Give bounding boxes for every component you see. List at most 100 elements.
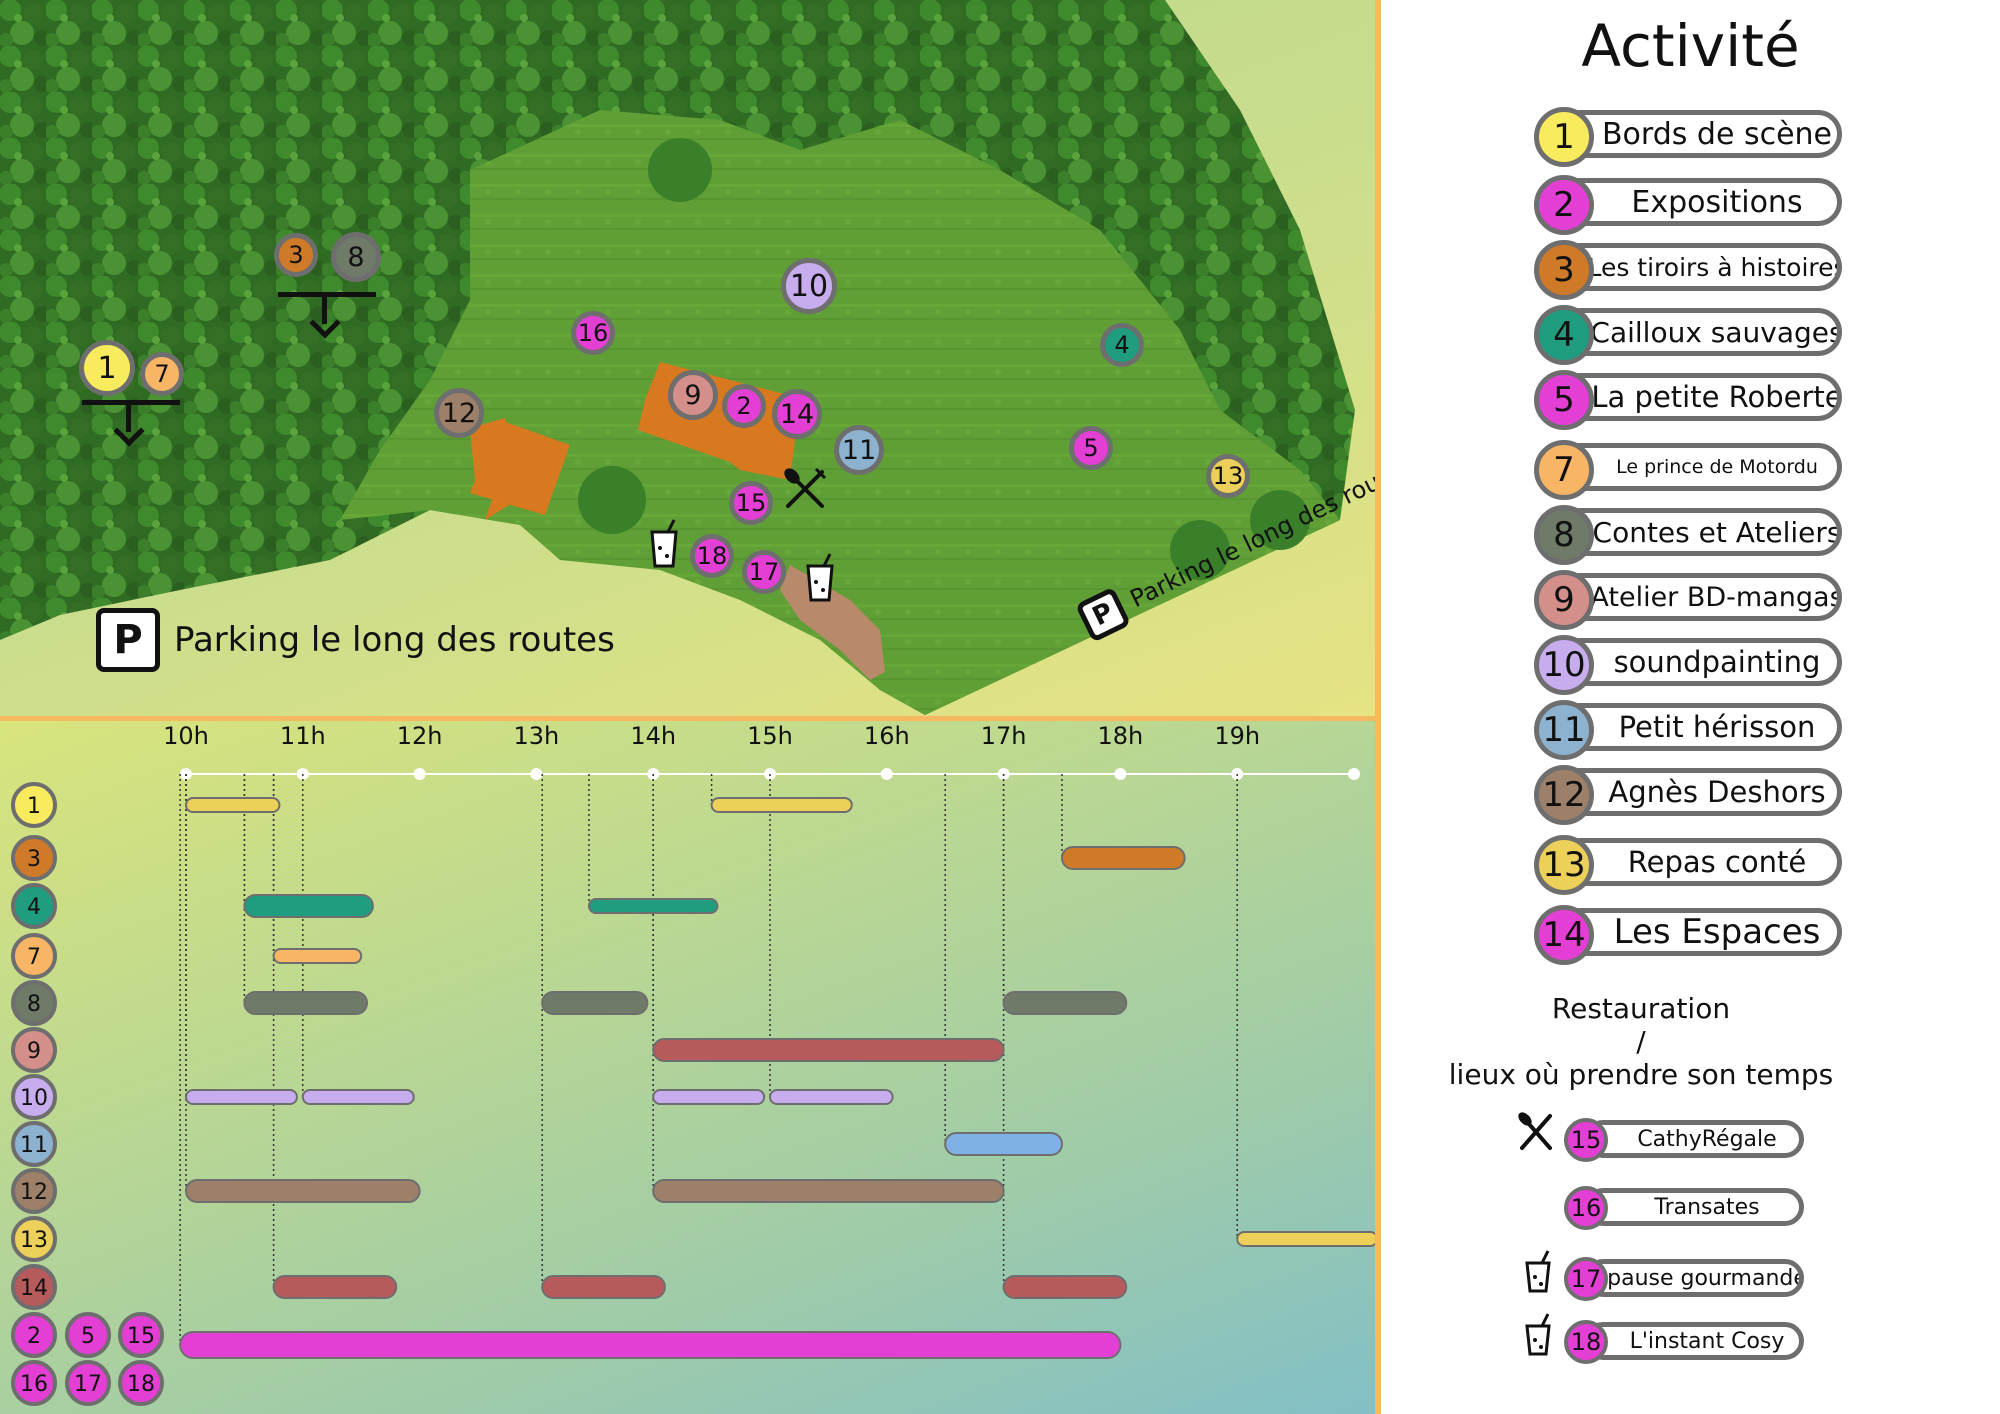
hour-tick-label: 13h	[514, 722, 560, 750]
hour-tick-dot	[1114, 768, 1127, 780]
schedule-bar	[652, 1179, 1005, 1203]
resto-heading: Restauration / lieux où prendre son temp…	[1381, 992, 1901, 1091]
row-number-badge	[11, 1074, 57, 1120]
drink-glass-icon	[806, 553, 834, 602]
resto-label: CathyRégale	[1584, 1120, 1804, 1158]
resto-title: Restauration	[1551, 992, 1731, 1025]
schedule-bar	[243, 991, 369, 1015]
map-marker-13[interactable]: 13	[1206, 454, 1250, 498]
row-number-badge	[11, 1264, 57, 1310]
map-marker-1[interactable]: 1	[79, 340, 135, 396]
map-marker-18[interactable]: 18	[690, 534, 734, 578]
map-marker-17[interactable]: 17	[742, 550, 786, 594]
hour-tick-label: 19h	[1214, 722, 1260, 750]
map-marker-16[interactable]: 16	[571, 311, 615, 355]
row-number-badge	[11, 883, 57, 929]
map-marker-8[interactable]: 8	[331, 232, 381, 282]
row-number-badge	[11, 1216, 57, 1262]
schedule-bar	[185, 1089, 298, 1105]
map-marker-7[interactable]: 7	[140, 352, 184, 396]
map-marker-2[interactable]: 2	[722, 384, 766, 428]
all-day-badge	[118, 1360, 164, 1406]
resto-label: L'instant Cosy	[1584, 1322, 1804, 1360]
parking-left-label: Parking le long des routes	[174, 620, 615, 660]
schedule-bar	[1002, 1275, 1128, 1299]
resto-label: pause gourmande	[1584, 1259, 1804, 1297]
resto-subtitle: lieux où prendre son temps	[1448, 1058, 1834, 1091]
legend-label: Petit hérisson	[1556, 703, 1842, 751]
legend-title: Activité	[1581, 12, 1800, 80]
row-number-badge	[11, 1027, 57, 1073]
schedule-bar	[587, 898, 719, 914]
all-day-label: 5	[81, 1324, 95, 1349]
row-number-label: 4	[27, 895, 41, 920]
site-map: 1 7 3 8 16 10 12 9 2 14 11 4 5 13 15 18 …	[0, 0, 1380, 720]
schedule-bar	[185, 1179, 421, 1203]
hour-tick-label: 14h	[630, 722, 676, 750]
schedule-bar	[652, 1038, 1005, 1062]
fork-knife-icon	[784, 467, 827, 508]
row-number-label: 11	[20, 1133, 48, 1158]
resto-label: Transates	[1584, 1188, 1804, 1226]
schedule-bar	[1236, 1231, 1379, 1247]
map-marker-12[interactable]: 12	[434, 388, 484, 438]
schedule-bar	[944, 1132, 1064, 1156]
row-number-label: 10	[20, 1086, 48, 1111]
all-day-label: 15	[127, 1324, 155, 1349]
map-marker-10[interactable]: 10	[781, 258, 837, 314]
map-marker-3[interactable]: 3	[274, 233, 318, 277]
legend-label: Cailloux sauvages	[1556, 308, 1842, 356]
row-number-badge	[11, 1168, 57, 1214]
schedule-bar	[185, 797, 281, 813]
hour-tick-label: 15h	[747, 722, 793, 750]
legend-number: 8	[1534, 505, 1594, 565]
row-number-badge	[11, 782, 57, 828]
schedule-bar	[272, 1275, 398, 1299]
map-marker-4[interactable]: 4	[1100, 323, 1144, 367]
legend-label: La petite Roberte	[1556, 373, 1842, 421]
hour-tick-dot	[413, 768, 426, 780]
schedule-bar	[272, 948, 363, 964]
schedule-bar	[1061, 846, 1186, 870]
panel-divider	[1375, 0, 1381, 1414]
resto-slash: /	[1636, 1025, 1646, 1058]
hour-tick-dot	[530, 768, 543, 780]
drink-glass-icon	[650, 519, 678, 568]
legend-label: Atelier BD-mangas	[1556, 573, 1842, 621]
all-day-badge	[118, 1312, 164, 1358]
all-day-badge	[65, 1360, 111, 1406]
legend-label: soundpainting	[1556, 638, 1842, 686]
map-marker-5[interactable]: 5	[1069, 426, 1113, 470]
map-marker-15[interactable]: 15	[729, 481, 773, 525]
resto-number: 18	[1564, 1320, 1608, 1364]
schedule-bar	[652, 1089, 766, 1105]
drink-glass-icon	[1525, 1313, 1551, 1356]
legend-label: Bords de scène	[1556, 110, 1842, 158]
building-west-2	[470, 420, 570, 515]
map-marker-11[interactable]: 11	[834, 425, 884, 475]
hour-tick-label: 10h	[163, 722, 209, 750]
schedule-bar	[301, 1089, 415, 1105]
hour-tick-dot	[880, 768, 893, 780]
map-marker-14[interactable]: 14	[772, 389, 822, 439]
map-marker-9[interactable]: 9	[668, 370, 718, 420]
